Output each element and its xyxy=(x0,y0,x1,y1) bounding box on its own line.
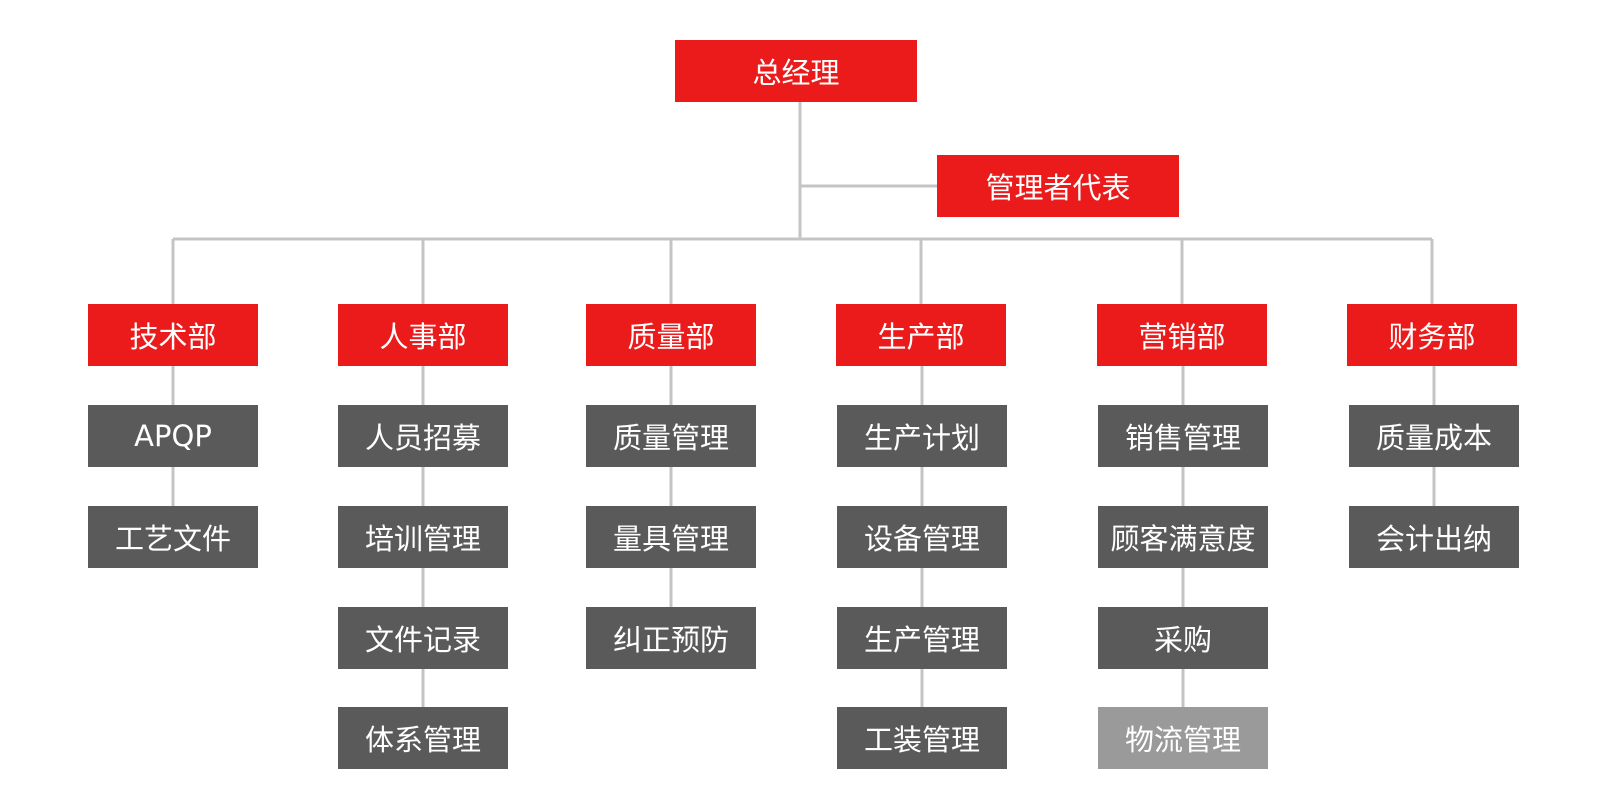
general-manager-box: 总经理 xyxy=(675,40,917,102)
function-box: 质量管理 xyxy=(586,405,756,467)
function-box: 采购 xyxy=(1098,607,1268,669)
function-box: 生产管理 xyxy=(837,607,1007,669)
function-box: 工艺文件 xyxy=(88,506,258,568)
function-box: 会计出纳 xyxy=(1349,506,1519,568)
department-head: 营销部 xyxy=(1097,304,1267,366)
function-box: 设备管理 xyxy=(837,506,1007,568)
department-head: 技术部 xyxy=(88,304,258,366)
function-box: 生产计划 xyxy=(837,405,1007,467)
function-box: 体系管理 xyxy=(338,707,508,769)
department-head: 生产部 xyxy=(836,304,1006,366)
management-representative-box: 管理者代表 xyxy=(937,155,1179,217)
department-head: 质量部 xyxy=(586,304,756,366)
function-box: 人员招募 xyxy=(338,405,508,467)
function-box: APQP xyxy=(88,405,258,467)
function-box: 质量成本 xyxy=(1349,405,1519,467)
function-box: 工装管理 xyxy=(837,707,1007,769)
function-box: 量具管理 xyxy=(586,506,756,568)
function-box: 培训管理 xyxy=(338,506,508,568)
function-box: 顾客满意度 xyxy=(1098,506,1268,568)
function-box: 销售管理 xyxy=(1098,405,1268,467)
department-head: 财务部 xyxy=(1347,304,1517,366)
function-box: 物流管理 xyxy=(1098,707,1268,769)
function-box: 纠正预防 xyxy=(586,607,756,669)
department-head: 人事部 xyxy=(338,304,508,366)
function-box: 文件记录 xyxy=(338,607,508,669)
